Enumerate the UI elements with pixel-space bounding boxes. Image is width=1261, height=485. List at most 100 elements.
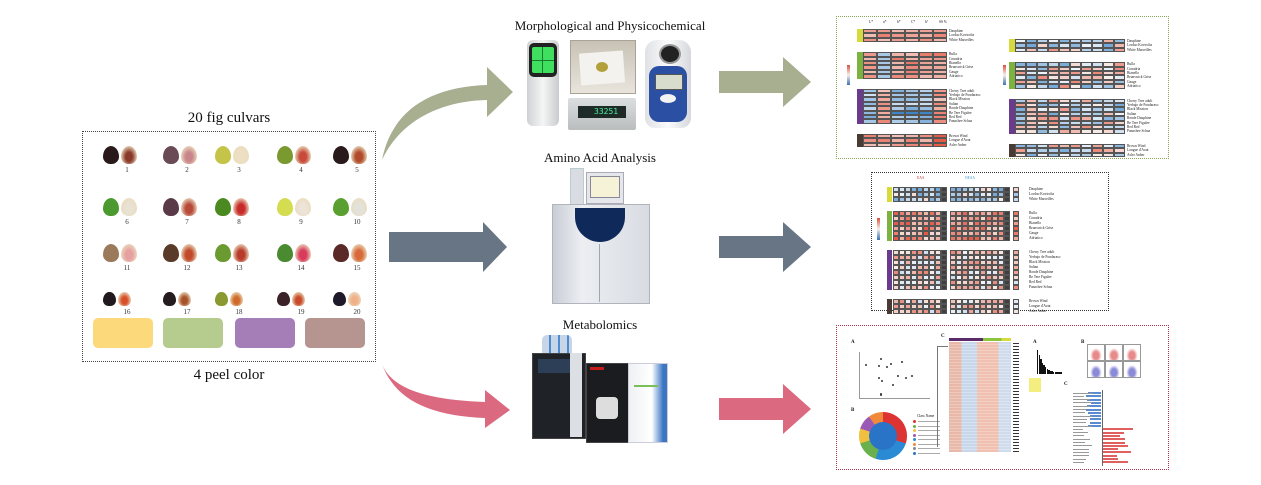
heatmap-cell — [1037, 107, 1048, 112]
heatmap-cell — [1081, 43, 1092, 48]
gap-cell — [1010, 216, 1013, 221]
heatmap-cell — [891, 69, 905, 75]
heatmap-cell — [877, 106, 891, 111]
heatmap-cell — [919, 97, 933, 102]
heatmap-cell — [891, 52, 905, 57]
heatmap-cell — [1026, 116, 1037, 121]
heatmap-cell — [1037, 47, 1048, 53]
heatmap-cell — [935, 280, 941, 285]
highlight-box — [1029, 378, 1041, 392]
colorbar-legend — [847, 65, 850, 85]
heatmap-cell — [919, 37, 933, 43]
heatmap-cell — [933, 69, 947, 75]
fig-cultivar: 3 — [211, 146, 267, 196]
fig-cultivar: 10 — [329, 198, 385, 248]
heatmap-cell — [941, 216, 947, 221]
heatmap-cell — [1092, 143, 1103, 149]
fig-cultivar: 14 — [273, 244, 329, 294]
heatmap-cell — [919, 69, 933, 75]
heatmap-cell — [980, 236, 986, 241]
heatmap-cell — [1015, 70, 1026, 76]
heatmap-cell — [1013, 309, 1019, 314]
group-strip-right-P — [1009, 98, 1015, 134]
heatmap-cell — [941, 187, 947, 192]
heatmap-cell — [986, 304, 992, 309]
heatmap-cell — [893, 309, 899, 314]
row-label: White Marseilles — [949, 37, 974, 42]
heatmap-cell — [968, 265, 974, 270]
heatmap-cell — [1037, 43, 1048, 48]
group-strip-G — [857, 52, 863, 79]
fold-change-bar — [1102, 458, 1119, 460]
heatmap-cell — [1092, 98, 1103, 103]
heatmap-cell — [1114, 75, 1125, 80]
heatmap-cell — [956, 255, 962, 260]
header-mark: NEAA — [965, 176, 975, 180]
cultivar-number: 4 — [299, 166, 303, 174]
heatmap-cell — [974, 260, 980, 265]
fig-cultivar: 4 — [273, 146, 329, 196]
heatmap-cell — [905, 255, 911, 260]
fold-change-bar — [1085, 408, 1101, 411]
gap-cell — [947, 231, 950, 236]
gap-cell — [947, 250, 950, 255]
fold-change-bar — [1102, 451, 1131, 454]
heatmap-cell — [1004, 285, 1010, 290]
abundance-bar — [1049, 370, 1052, 374]
heatmap-cell — [1070, 79, 1081, 85]
gap-cell — [1010, 231, 1013, 236]
heatmap-cell — [1059, 39, 1070, 44]
metabolite-label-line — [1073, 458, 1086, 460]
heatmap-cell — [1015, 148, 1026, 153]
heatmap-cell — [905, 299, 911, 304]
heatmap-cell — [935, 304, 941, 309]
row-label: Gauge — [1127, 79, 1137, 84]
pca-point — [910, 374, 913, 377]
heatmap-cell — [1092, 107, 1103, 112]
heatmap-cell — [1081, 148, 1092, 153]
heatmap-cell — [911, 299, 917, 304]
cultivar-number: 10 — [353, 218, 361, 226]
heatmap-cell — [933, 56, 947, 61]
gap-cell — [947, 270, 950, 275]
fig-whole — [333, 146, 349, 164]
cultivar-number: 5 — [355, 166, 359, 174]
heatmap-cell — [998, 197, 1004, 202]
heatmap-cell — [998, 299, 1004, 304]
row-label: Adriatico — [1029, 236, 1043, 240]
volcano-plot — [1105, 361, 1123, 378]
heatmap-cell — [986, 270, 992, 275]
arrow-to-morph — [382, 67, 513, 160]
heatmap-cell — [893, 285, 899, 290]
heatmap-cell — [863, 33, 877, 38]
gap-cell — [1010, 255, 1013, 260]
colorbar-legend-right — [1003, 65, 1006, 85]
heatmap-cell — [863, 65, 877, 70]
heatmap-cell — [956, 221, 962, 226]
heatmap-cell — [1114, 39, 1125, 44]
heatmap-cell — [1114, 111, 1125, 117]
heatmap-cell — [911, 192, 917, 197]
heatmap-cell — [905, 285, 911, 290]
heatmap-cell — [1015, 47, 1026, 53]
heatmap-cell — [919, 142, 933, 147]
heatmap-cell — [1004, 192, 1010, 197]
heatmap-cell — [863, 69, 877, 75]
column-header: b* — [897, 20, 901, 24]
heatmap-cell — [877, 52, 891, 57]
heatmap-cell — [950, 221, 956, 226]
heatmap-cell — [998, 231, 1004, 236]
heatmap-cell — [974, 299, 980, 304]
heatmap-cell — [1048, 75, 1059, 80]
heatmap-cell — [911, 187, 917, 192]
heatmap-cell — [998, 270, 1004, 275]
heatmap-cell — [877, 138, 891, 143]
heatmap-cell — [893, 304, 899, 309]
cultivar-number: 13 — [235, 264, 243, 272]
heatmap-cell — [899, 197, 905, 202]
heatmap-grid-right — [1015, 62, 1125, 89]
heatmap-cell — [935, 265, 941, 270]
heatmap-cell — [1015, 84, 1026, 89]
heatmap-cell — [1026, 66, 1037, 71]
row-label: Dauphine — [1127, 39, 1141, 43]
